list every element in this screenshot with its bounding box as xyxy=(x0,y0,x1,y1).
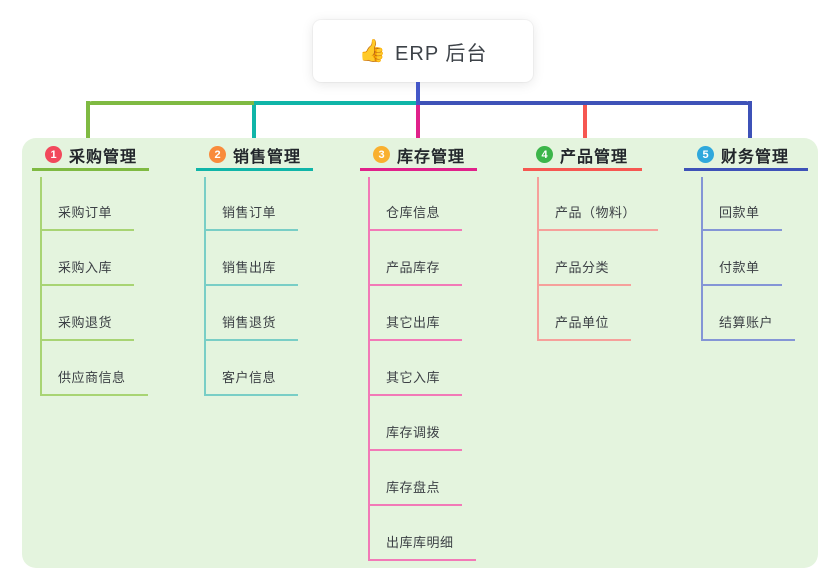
mindmap-item[interactable]: 结算账户 xyxy=(701,312,796,341)
connector-segment xyxy=(88,101,254,105)
connector-drop xyxy=(583,101,587,140)
mindmap-item[interactable]: 销售订单 xyxy=(204,202,299,231)
mindmap-item[interactable]: 产品分类 xyxy=(537,257,632,286)
mindmap-item[interactable]: 产品单位 xyxy=(537,312,632,341)
branch-header-label: 产品管理 xyxy=(560,148,629,166)
root-connector-stem xyxy=(416,82,420,105)
branch-header-3[interactable]: 3 库存管理 xyxy=(360,146,478,171)
mindmap-item[interactable]: 采购入库 xyxy=(40,257,135,286)
branch-number-badge: 3 xyxy=(373,146,390,163)
branch-column-line xyxy=(537,177,539,341)
branch-header-1[interactable]: 1 采购管理 xyxy=(32,146,150,171)
branch-column-line xyxy=(204,177,206,396)
mindmap-item[interactable]: 销售退货 xyxy=(204,312,299,341)
branch-header-5[interactable]: 5 财务管理 xyxy=(684,146,808,171)
thumbs-up-icon: 👍 xyxy=(358,38,387,63)
mindmap-item[interactable]: 销售出库 xyxy=(204,257,299,286)
mindmap-item[interactable]: 仓库信息 xyxy=(368,202,463,231)
mindmap-item[interactable]: 其它出库 xyxy=(368,312,463,341)
mindmap-item[interactable]: 产品（物料） xyxy=(537,202,659,231)
mindmap-item[interactable]: 付款单 xyxy=(701,257,782,286)
mindmap-item[interactable]: 客户信息 xyxy=(204,367,299,396)
mindmap-item[interactable]: 库存调拨 xyxy=(368,422,463,451)
connector-segment xyxy=(418,101,750,105)
branch-header-2[interactable]: 2 销售管理 xyxy=(196,146,314,171)
branch-number-badge: 2 xyxy=(209,146,226,163)
branch-header-label: 财务管理 xyxy=(721,148,790,166)
branch-column-line xyxy=(40,177,42,396)
branch-number-badge: 5 xyxy=(697,146,714,163)
branch-column-line xyxy=(368,177,370,561)
mindmap-item[interactable]: 采购退货 xyxy=(40,312,135,341)
mindmap-item[interactable]: 产品库存 xyxy=(368,257,463,286)
mindmap-item[interactable]: 供应商信息 xyxy=(40,367,148,396)
root-label: ERP 后台 xyxy=(395,42,488,65)
connector-drop xyxy=(416,105,420,140)
branch-number-badge: 4 xyxy=(536,146,553,163)
connector-drop xyxy=(252,101,256,140)
branch-header-label: 销售管理 xyxy=(233,148,302,166)
branch-column-line xyxy=(701,177,703,341)
mindmap-item[interactable]: 采购订单 xyxy=(40,202,135,231)
root-node[interactable]: 👍 ERP 后台 xyxy=(313,20,533,82)
connector-drop xyxy=(748,101,752,140)
mindmap-item[interactable]: 回款单 xyxy=(701,202,782,231)
mindmap-item[interactable]: 库存盘点 xyxy=(368,477,463,506)
mindmap-item[interactable]: 其它入库 xyxy=(368,367,463,396)
connector-segment xyxy=(254,101,418,105)
branches-panel xyxy=(22,138,818,568)
branch-header-label: 库存管理 xyxy=(397,148,466,166)
branch-number-badge: 1 xyxy=(45,146,62,163)
branch-header-4[interactable]: 4 产品管理 xyxy=(523,146,642,171)
mindmap-item[interactable]: 出库库明细 xyxy=(368,532,476,561)
branch-header-label: 采购管理 xyxy=(69,148,138,166)
connector-drop xyxy=(86,101,90,140)
